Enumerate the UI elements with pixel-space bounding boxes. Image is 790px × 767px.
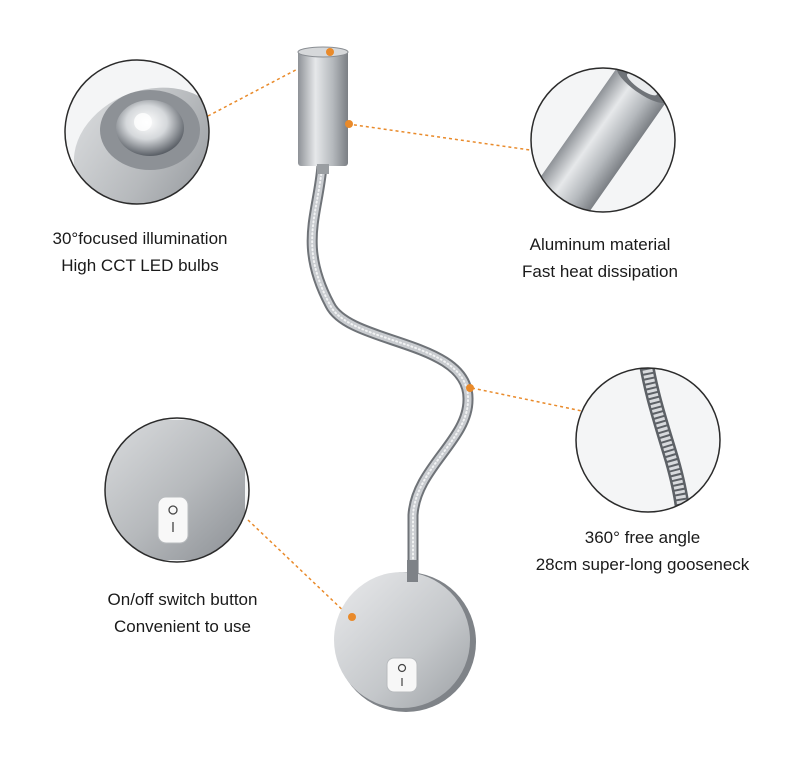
zoom-circle-material bbox=[530, 67, 676, 213]
wall-plate bbox=[334, 560, 476, 712]
dot-gooseneck bbox=[466, 384, 474, 392]
callout-dots bbox=[326, 48, 474, 621]
leader-line-gooseneck bbox=[471, 387, 583, 412]
caption-gooseneck: 360° free angle 28cm super-long goosenec… bbox=[500, 524, 785, 578]
dot-switch bbox=[348, 613, 356, 621]
dot-lens bbox=[326, 48, 334, 56]
caption-lens: 30°focused illumination High CCT LED bul… bbox=[20, 225, 260, 279]
zoom-circle-lens bbox=[64, 59, 210, 205]
dot-material bbox=[345, 120, 353, 128]
caption-lens-line1: 30°focused illumination bbox=[52, 229, 228, 248]
zoom-circle-gooseneck bbox=[575, 367, 721, 513]
caption-switch-line1: On/off switch button bbox=[107, 590, 258, 609]
lamp-head bbox=[297, 46, 349, 174]
gooseneck-arm bbox=[306, 160, 474, 581]
caption-lens-line2: High CCT LED bulbs bbox=[61, 256, 219, 275]
leader-line-material bbox=[347, 123, 531, 151]
zoom-circle-switch bbox=[104, 417, 250, 563]
caption-material-line1: Aluminum material bbox=[529, 235, 671, 254]
caption-material-line2: Fast heat dissipation bbox=[522, 262, 678, 281]
caption-material: Aluminum material Fast heat dissipation bbox=[495, 231, 705, 285]
caption-gooseneck-line2: 28cm super-long gooseneck bbox=[535, 555, 750, 574]
caption-gooseneck-line1: 360° free angle bbox=[584, 528, 701, 547]
caption-switch-line2: Convenient to use bbox=[113, 617, 252, 636]
caption-switch: On/off switch button Convenient to use bbox=[70, 586, 295, 640]
